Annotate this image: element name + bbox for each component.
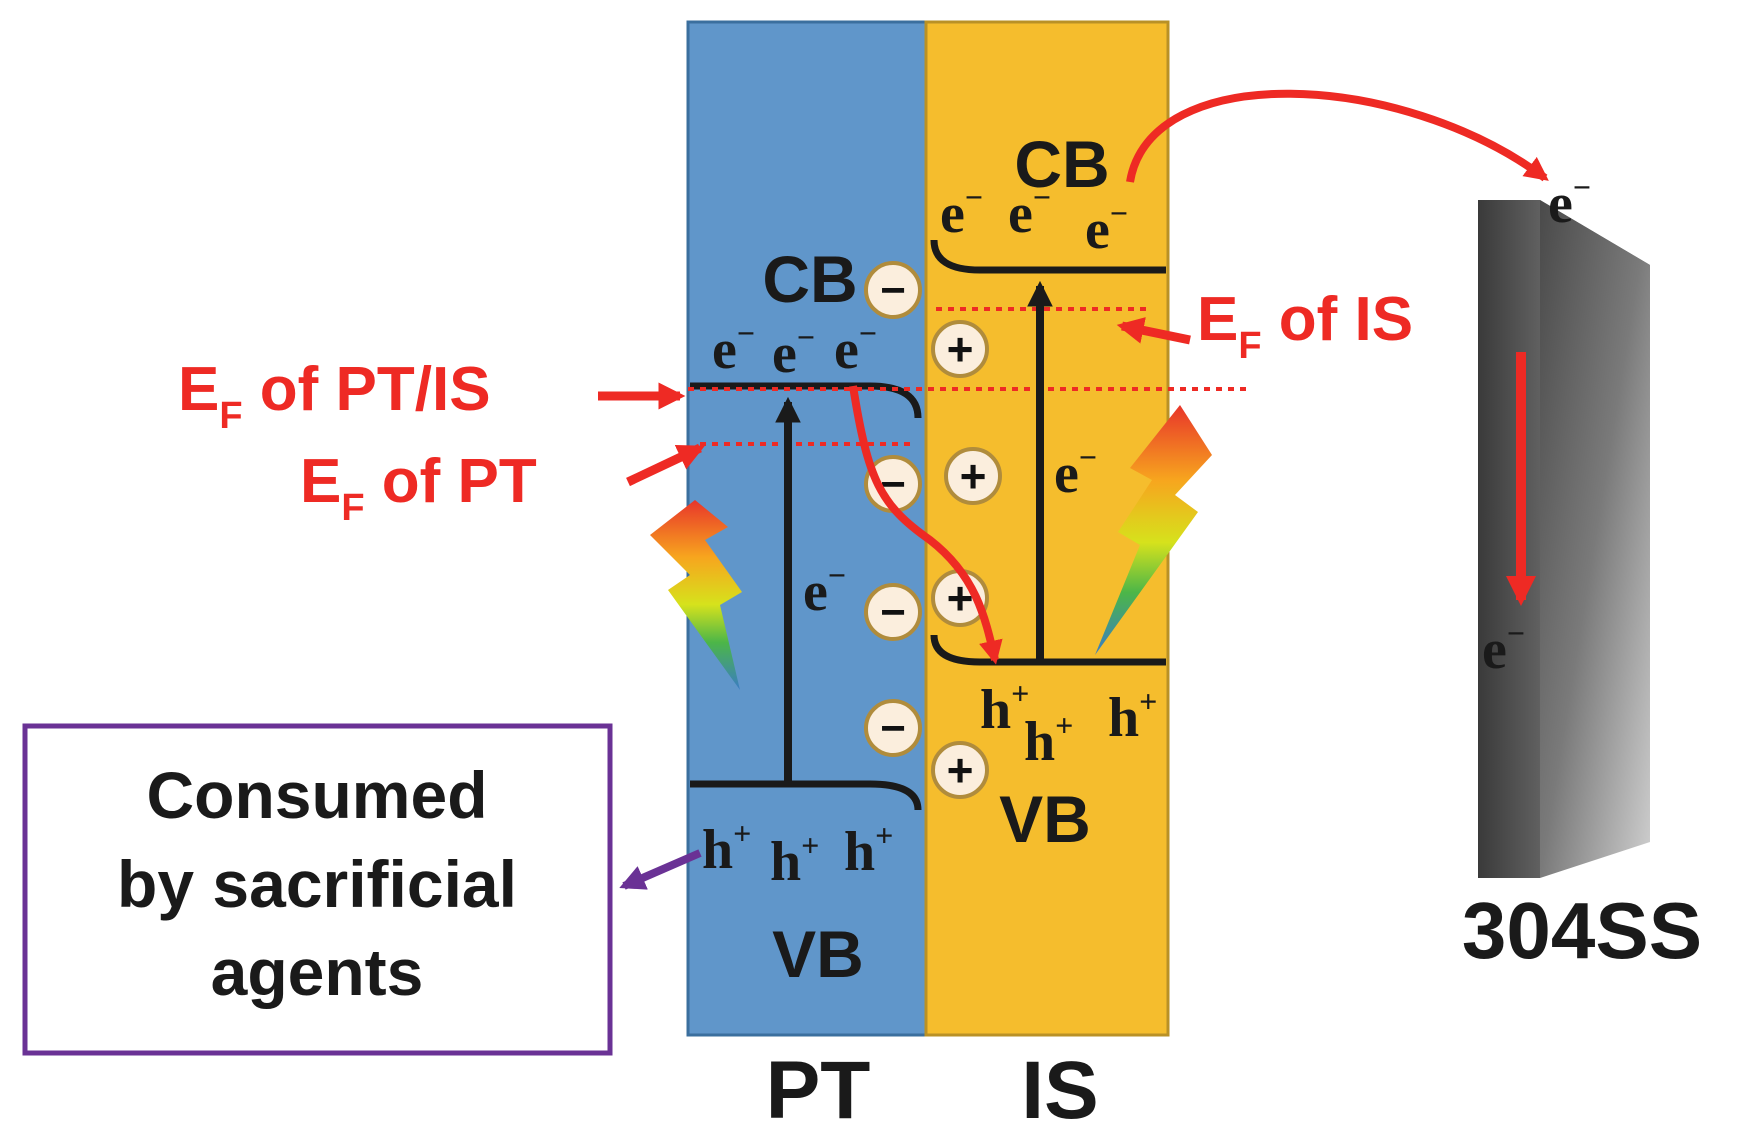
sacrificial-text-line1: Consumed <box>146 758 487 832</box>
304ss-substrate-icon <box>1478 200 1540 878</box>
arrow-pt-fermi <box>626 443 705 487</box>
sacrificial-text-line2: by sacrificial <box>117 847 517 921</box>
electron-label: e− <box>940 179 983 245</box>
pt-vb-holes: h+ h+ h+ <box>702 815 893 893</box>
is-cb-edge <box>930 239 1166 274</box>
is-cb-label: CB <box>1014 127 1109 201</box>
positive-charge-icon <box>931 741 989 799</box>
electron-label: e− <box>772 319 815 385</box>
is-vb-label: VB <box>999 782 1091 856</box>
is-cb-electrons: e− e− e− <box>940 179 1128 261</box>
hole-label: h+ <box>1108 683 1157 749</box>
fermi-label-pt-is: EF of PT/IS <box>178 355 491 437</box>
sacrificial-agents-box <box>22 723 613 1056</box>
hole-label: h+ <box>980 675 1029 741</box>
pt-excited-electron-label: e− <box>803 557 846 623</box>
304ss-electron-bottom-label: e− <box>1482 615 1525 681</box>
304ss-substrate-face <box>1540 200 1650 878</box>
negative-charge-icon <box>864 261 922 319</box>
hole-label: h+ <box>702 815 751 881</box>
negative-charge-sign: − <box>880 588 906 637</box>
pt-layer-label: PT <box>766 1045 871 1136</box>
electron-label: e− <box>834 315 877 381</box>
pt-cb-label: CB <box>762 242 857 316</box>
electron-transfer-arrow-is-to-304ss <box>1126 89 1549 183</box>
positive-charge-sign: + <box>960 450 987 502</box>
positive-charge-icon <box>931 320 989 378</box>
positive-charge-sign: + <box>947 744 974 796</box>
fermi-label-is: EF of IS <box>1197 285 1413 367</box>
electron-transfer-arrow-pt-to-is <box>849 385 1003 665</box>
positive-charge-icon <box>944 447 1002 505</box>
hole-consumption-arrow <box>619 849 702 890</box>
pt-layer <box>686 20 928 1037</box>
negative-charge-sign: − <box>880 266 906 315</box>
pt-vb-edge <box>690 780 922 811</box>
negative-charge-icon <box>864 699 922 757</box>
electron-label: e− <box>712 315 755 381</box>
hole-label: h+ <box>770 827 819 893</box>
electron-label: e− <box>1008 179 1051 245</box>
is-excited-electron-label: e− <box>1054 439 1097 505</box>
sacrificial-text-line3: agents <box>211 935 424 1009</box>
negative-charge-icon <box>864 583 922 641</box>
is-vb-holes: h+ h+ h+ <box>980 675 1157 773</box>
lightning-bolt-left-icon <box>650 500 742 690</box>
electron-label: e− <box>1085 195 1128 261</box>
pt-cb-edge <box>690 382 922 419</box>
negative-charge-sign: − <box>880 704 906 753</box>
is-layer-label: IS <box>1021 1045 1098 1136</box>
304ss-electron-top-label: e− <box>1548 169 1591 235</box>
hole-label: h+ <box>1024 707 1073 773</box>
fermi-label-pt: EF of PT <box>300 447 537 529</box>
arrow-is-fermi <box>1116 317 1191 345</box>
hole-label: h+ <box>844 817 893 883</box>
304ss-label: 304SS <box>1462 886 1702 975</box>
pt-cb-electrons: e− e− e− <box>712 315 877 385</box>
pt-vb-label: VB <box>772 917 864 991</box>
positive-charge-sign: + <box>947 323 974 375</box>
lightning-bolt-right-icon <box>1095 405 1212 655</box>
